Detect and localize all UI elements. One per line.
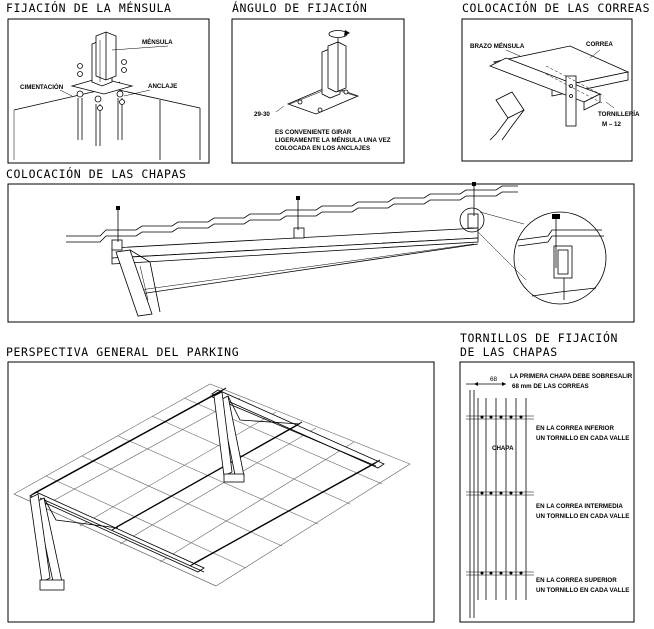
panel-chapas-title: COLOCACIÓN DE LAS CHAPAS: [6, 166, 187, 181]
note-lower-line1: EN LA CORREA INFERIOR: [536, 425, 614, 432]
purlin-lower: [111, 239, 123, 251]
bracket-column: [91, 31, 117, 87]
panel-angulo-title: ÁNGULO DE FIJACIÓN: [232, 0, 367, 15]
panel-chapas-frame: [7, 183, 635, 323]
note-top-line1: LA PRIMERA CHAPA DEBE SOBRESALIR: [510, 373, 633, 380]
panel-tornillos-title-2: DE LAS CHAPAS: [460, 345, 558, 359]
sheet-profile: [469, 390, 527, 618]
detail-zoom: [513, 211, 607, 305]
label-tornilleria: TORNILLERÍA: [598, 110, 640, 118]
panel-correas: COLOCACIÓN DE LAS CORREAS BRAZO MÉNSULA …: [461, 0, 650, 162]
note-top-line2: 68 mm DE LAS CORREAS: [512, 383, 589, 390]
purlin-row-middle: [466, 491, 534, 496]
note-upper-line1: EN LA CORREA SUPERIOR: [536, 577, 617, 584]
panel-chapas: COLOCACIÓN DE LAS CHAPAS: [6, 166, 635, 323]
note-upper-line2: UN TORNILLO EN CADA VALLE: [536, 587, 629, 594]
purlin-row-upper: [466, 571, 534, 576]
label-anclaje: ANCLAJE: [148, 83, 177, 90]
parking-roof: [13, 383, 411, 587]
purlin-middle: [293, 227, 305, 239]
panel-tornillos-frame: [459, 361, 635, 623]
angle-column: [321, 41, 347, 99]
panel-angulo-frame: [231, 18, 405, 164]
panel-parking: PERSPECTIVA GENERAL DEL PARKING: [6, 345, 435, 623]
panel-parking-title: PERSPECTIVA GENERAL DEL PARKING: [6, 345, 239, 359]
panel-mensula-title: FIJACIÓN DE LA MÉNSULA: [6, 0, 172, 15]
angle-note-line1: ES CONVENIENTE GIRAR: [275, 129, 352, 136]
angle-note-line3: COLOCADA EN LOS ANCLAJES: [275, 145, 370, 152]
angle-base-plate: [286, 85, 360, 115]
label-chapa: CHAPA: [492, 445, 514, 452]
parking-column-right: [213, 391, 301, 483]
purlin-row-lower: [466, 415, 534, 420]
note-lower-line2: UN TORNILLO EN CADA VALLE: [536, 435, 629, 442]
label-cimentacion: CIMENTACIÓN: [20, 83, 64, 91]
parking-column-left: [29, 493, 119, 591]
sheet-screws: [116, 182, 476, 242]
panel-parking-frame: [7, 361, 435, 623]
angle-note-line2: LIGERAMENTE LA MÉNSULA UNA VEZ: [275, 136, 391, 144]
support-column: [115, 249, 161, 317]
note-middle-line2: UN TORNILLO EN CADA VALLE: [536, 513, 629, 520]
angle-value: 29-30: [254, 111, 270, 118]
panel-correas-frame: [461, 18, 633, 162]
anchor-bolts: [76, 59, 127, 146]
corrugated-sheet: [66, 185, 518, 243]
label-mensula: MÉNSULA: [142, 38, 173, 46]
parking-rafters: [29, 387, 385, 573]
panel-correas-title: COLOCACIÓN DE LAS CORREAS: [462, 0, 650, 15]
connection-plate: [565, 75, 577, 127]
panel-mensula-frame: [7, 18, 210, 164]
dimension-value: 68: [490, 376, 498, 383]
panel-tornillos-title-1: TORNILLOS DE FIJACIÓN: [460, 330, 618, 345]
detail-marker: [459, 207, 485, 233]
panel-angulo: ÁNGULO DE FIJACIÓN 29-30 ES CONVENIENTE …: [231, 0, 405, 164]
label-m12: M – 12: [602, 121, 621, 128]
foundation-block: [13, 81, 201, 160]
panel-mensula: FIJACIÓN DE LA MÉNSULA: [6, 0, 210, 164]
note-middle-line1: EN LA CORREA INTERMEDIA: [536, 503, 623, 510]
panel-tornillos: TORNILLOS DE FIJACIÓN DE LAS CHAPAS 68 L…: [459, 330, 635, 623]
label-brazo-mensula: BRAZO MÉNSULA: [470, 42, 525, 50]
purlin-upper: [467, 213, 479, 229]
label-correa: CORREA: [586, 41, 613, 48]
